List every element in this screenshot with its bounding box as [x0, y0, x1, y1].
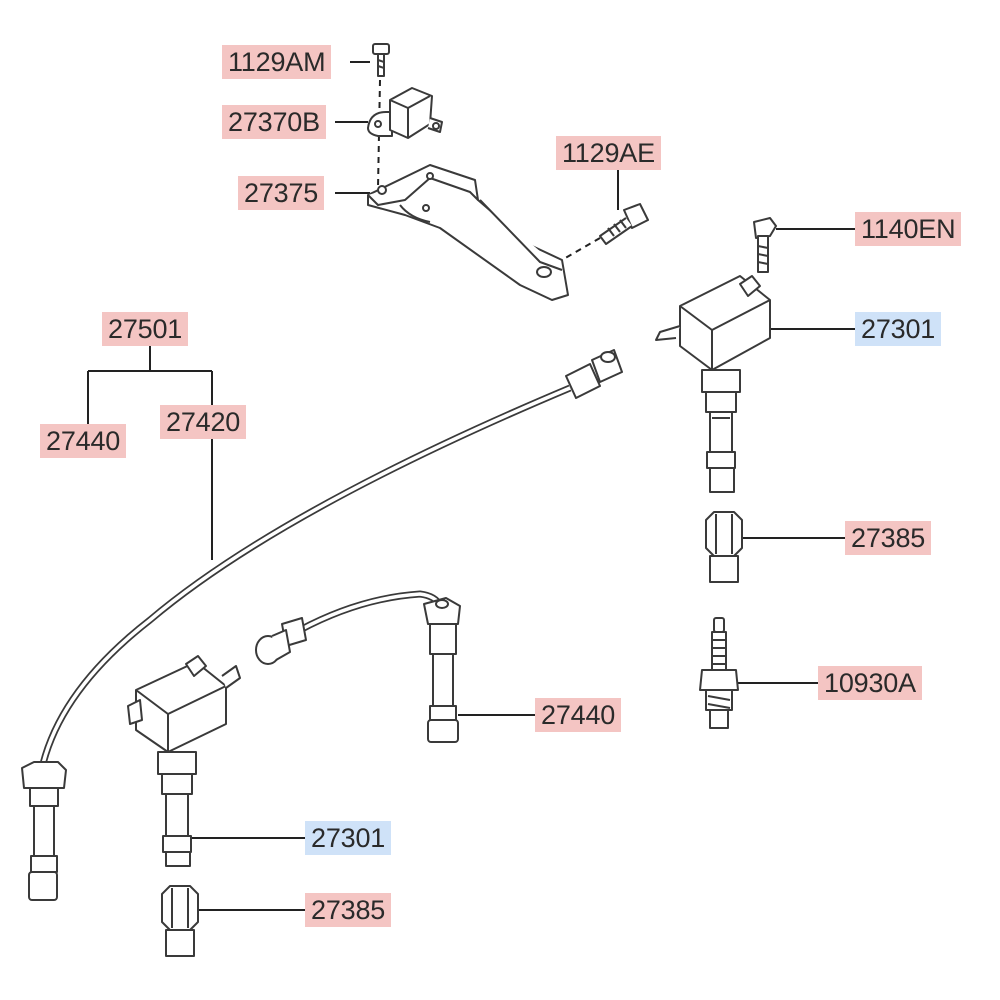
sensor-icon — [367, 87, 443, 139]
ignition-coil-left-icon — [127, 655, 241, 867]
boot-left-icon — [161, 885, 199, 957]
label-boot-right[interactable]: 27385 — [845, 521, 932, 555]
bracket-icon — [367, 164, 569, 301]
label-wire-set[interactable]: 27501 — [102, 312, 189, 346]
boot-right-icon — [705, 511, 743, 583]
label-coil-bolt[interactable]: 1140EN — [855, 212, 962, 246]
bolt-top-icon — [372, 43, 390, 77]
spark-plug-icon — [699, 617, 739, 729]
label-wire-long[interactable]: 27420 — [160, 405, 247, 439]
label-bolt-top[interactable]: 1129AM — [222, 45, 332, 79]
label-wire-short-lower[interactable]: 27440 — [535, 698, 622, 732]
label-wire-short[interactable]: 27440 — [40, 424, 127, 458]
ignition-wire-short-icon — [255, 590, 461, 743]
align-dash-1 — [377, 79, 381, 189]
ignition-wire-long-icon — [21, 349, 623, 901]
ignition-coil-right-icon — [655, 275, 771, 493]
label-bracket-bolt[interactable]: 1129AE — [556, 136, 661, 170]
bracket-bolt-icon — [599, 203, 649, 245]
coil-bolt-icon — [753, 217, 777, 273]
label-sensor[interactable]: 27370B — [222, 105, 326, 139]
label-coil-right[interactable]: 27301 — [855, 312, 942, 346]
label-spark-plug[interactable]: 10930A — [818, 666, 922, 700]
label-boot-left[interactable]: 27385 — [305, 893, 392, 927]
label-coil-left[interactable]: 27301 — [305, 821, 392, 855]
label-bracket[interactable]: 27375 — [238, 176, 325, 210]
